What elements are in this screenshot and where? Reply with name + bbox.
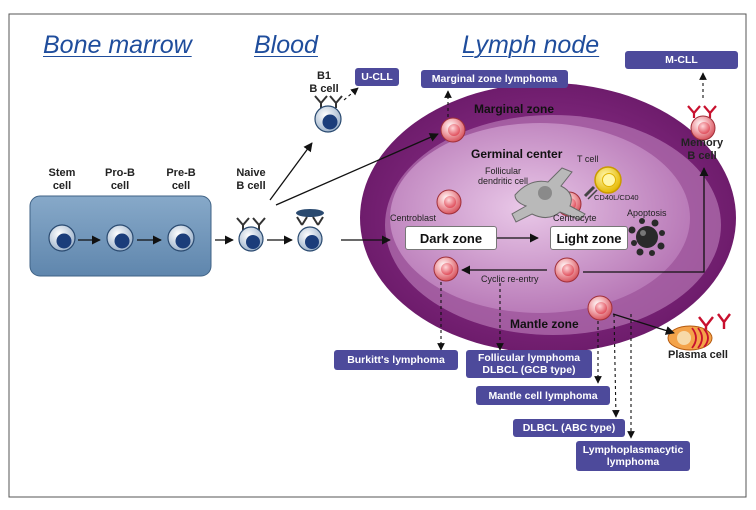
m-cll-tag: M-CLL xyxy=(625,51,738,69)
lymph-node-header: Lymph node xyxy=(462,31,600,59)
plasma-cell-label: Plasma cell xyxy=(668,349,728,361)
mantle-cell-lymphoma-tag: Mantle cell lymphoma xyxy=(476,386,610,405)
naive-b-cell-label: Naive B cell xyxy=(236,167,266,192)
b1-cell-icon xyxy=(314,95,343,133)
bone-marrow-header: Bone marrow xyxy=(43,31,192,59)
stem-cell-icon xyxy=(48,224,76,252)
mantle-zone-cell-icon xyxy=(587,295,613,321)
t-cell-icon xyxy=(594,166,622,194)
frame xyxy=(8,13,747,498)
blood-header: Blood xyxy=(254,31,318,59)
dashed-arrows xyxy=(343,72,707,439)
marginal-zone-lymphoma-tag: Marginal zone lymphoma xyxy=(421,70,568,88)
activated-b-cell-icon xyxy=(296,209,324,252)
memory-b-cell-label: Memory B cell xyxy=(680,137,724,162)
marginal-zone-label: Marginal zone xyxy=(474,102,555,116)
pre-b-cell-label: Pre-B cell xyxy=(166,167,196,192)
burkitt-lymphoma-tag: Burkitt's lymphoma xyxy=(334,350,458,370)
pro-b-cell-icon xyxy=(106,224,134,252)
cd40-connector-icon xyxy=(583,185,598,200)
cyclic-re-entry-label: Cyclic re-entry xyxy=(481,274,539,284)
t-cell-label: T cell xyxy=(577,154,599,164)
centroblast-icon xyxy=(436,189,462,215)
lymphoplasmacytic-lymphoma-tag: Lymphoplasmacytic lymphoma xyxy=(576,441,690,471)
pre-b-cell-icon xyxy=(167,224,195,252)
light-zone-box: Light zone xyxy=(550,226,628,250)
apoptotic-cell-icon xyxy=(628,218,665,256)
u-cll-tag: U-CLL xyxy=(355,68,399,86)
arrows xyxy=(78,133,709,335)
mantle-zone-label: Mantle zone xyxy=(510,317,579,331)
dlbcl-abc-tag: DLBCL (ABC type) xyxy=(513,419,625,437)
plasma-cell-icon xyxy=(667,313,731,351)
centrocyte-label: Centrocyte xyxy=(553,213,597,223)
cd40-label: CD40L/CD40 xyxy=(594,193,639,202)
follicular-dendritic-cell-icon xyxy=(511,167,586,223)
b1-cell-label: B1 B cell xyxy=(309,70,339,95)
memory-b-cell-icon xyxy=(687,105,717,141)
naive-b-cell-icon xyxy=(236,217,266,252)
stem-cell-label: Stem cell xyxy=(48,167,76,192)
dark-zone-box: Dark zone xyxy=(405,226,497,250)
follicular-dendritic-cell-label: Follicular dendritic cell xyxy=(478,166,529,186)
marginal-zone-cell-icon xyxy=(440,117,466,143)
follicular-lymphoma-tag: Follicular lymphoma DLBCL (GCB type) xyxy=(466,350,592,378)
centroblast-label: Centroblast xyxy=(390,213,437,223)
germinal-center-label: Germinal center xyxy=(471,147,563,161)
cyclic-cell-left-icon xyxy=(433,256,459,282)
pro-b-cell-label: Pro-B cell xyxy=(105,167,135,192)
apoptosis-label: Apoptosis xyxy=(627,208,667,218)
cyclic-cell-right-icon xyxy=(554,257,580,283)
